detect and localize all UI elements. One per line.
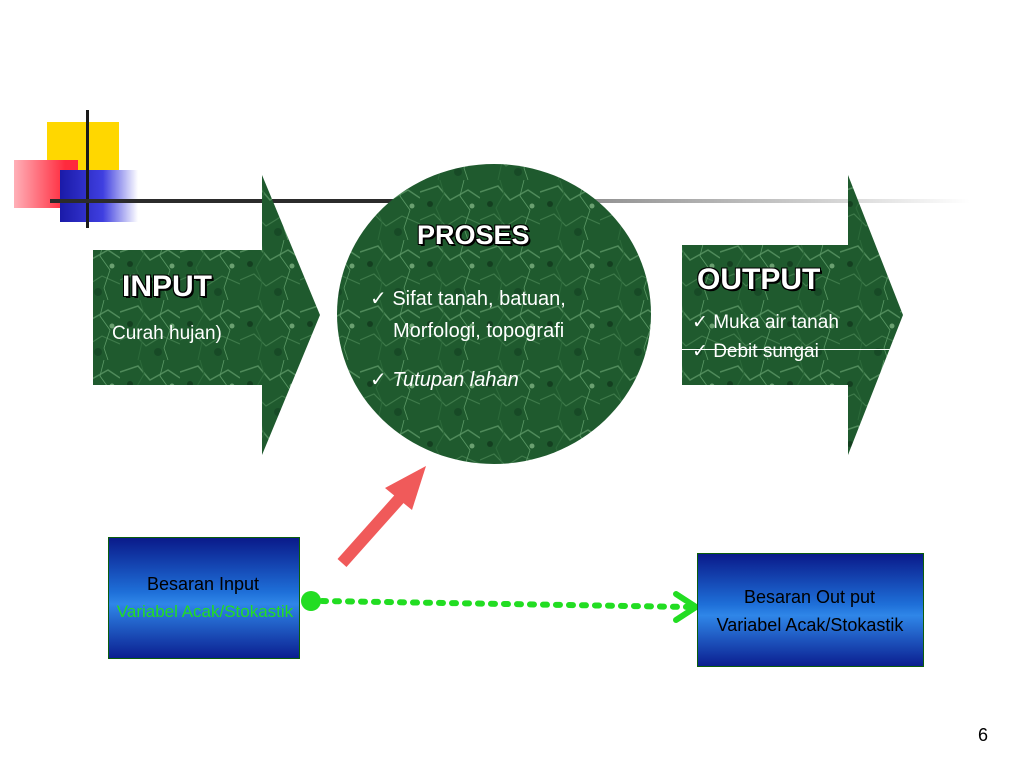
output-arrow-shape: [682, 175, 903, 455]
proses-item-2: ✓ Tutupan lahan: [370, 367, 519, 392]
check-icon: ✓: [370, 288, 387, 310]
proses-item-1-line-2: Morfologi, topografi: [393, 320, 565, 342]
decor-vertical-line: [86, 110, 89, 228]
proses-item-1: ✓ Sifat tanah, batuan,: [370, 286, 566, 311]
proses-item-2-label: Tutupan lahan: [392, 369, 519, 391]
page-number: 6: [978, 725, 989, 745]
red-arrow-head: [385, 466, 426, 510]
output-title: OUTPUT: [697, 263, 821, 296]
check-icon: ✓: [370, 369, 387, 391]
besaran-output-label: Besaran Out put: [743, 587, 876, 607]
input-arrow-shape: [93, 175, 320, 455]
proses-item-1-line-1: Sifat tanah, batuan,: [392, 288, 566, 310]
proses-title: PROSES: [417, 220, 530, 250]
besaran-output-box: [697, 553, 924, 667]
output-item-2: ✓ Debit sungai: [692, 340, 819, 363]
check-icon: ✓: [692, 341, 708, 362]
decor-horizontal-line: [50, 199, 470, 203]
decor-horizontal-line-fade: [470, 199, 970, 203]
decor-blue-square: [60, 170, 138, 222]
check-icon: ✓: [692, 312, 708, 333]
dotted-connector-arrowhead: [673, 591, 699, 623]
input-subtitle: Curah hujan): [112, 323, 222, 344]
output-divider: [682, 349, 890, 350]
dotted-connector-start-dot: [301, 591, 321, 611]
input-title: INPUT: [122, 270, 212, 303]
red-arrow-shaft: [337, 494, 405, 567]
besaran-input-box: [108, 537, 300, 659]
besaran-input-label: Besaran Input: [146, 574, 260, 594]
besaran-input-variabel: Variabel Acak/Stokastik: [116, 602, 294, 621]
dotted-connector-line: [319, 598, 693, 610]
output-item-2-label: Debit sungai: [713, 341, 819, 362]
output-item-1-label: Muka air tanah: [713, 312, 839, 333]
proses-circle: [337, 164, 651, 464]
output-item-1: ✓ Muka air tanah: [692, 311, 839, 334]
besaran-output-variabel: Variabel Acak/Stokastik: [716, 615, 904, 635]
